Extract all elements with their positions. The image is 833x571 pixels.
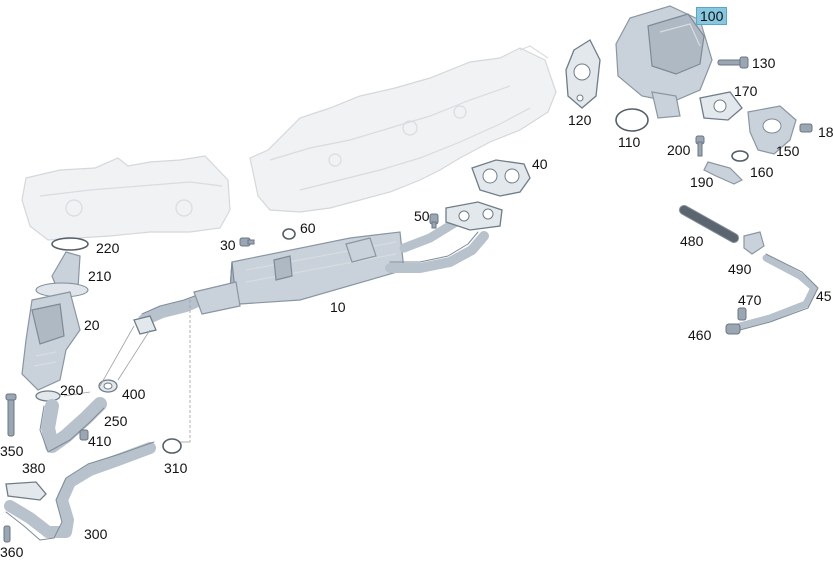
label-350: 350 [0,443,24,459]
pipe-250 [39,397,107,453]
label-60: 60 [300,220,316,236]
label-130: 130 [752,55,776,71]
gasket-170 [699,91,743,121]
label-120: 120 [568,112,592,128]
bolt-18 [799,123,813,133]
o-ring-110 [615,108,649,132]
egr-valve-20 [21,291,81,391]
gasket-40 [471,159,531,197]
o-ring-160 [731,150,749,162]
pipe-300 [4,441,156,541]
label-220: 220 [96,240,120,256]
bracket-210 [35,251,89,298]
gasket-400 [98,379,118,393]
o-ring-310 [162,438,182,454]
label-20: 20 [84,317,100,333]
egr-cooler-10 [133,201,503,335]
intake-manifold-right [249,45,557,213]
label-410: 410 [88,433,112,449]
fitting-460 [725,323,741,335]
label-210: 210 [88,268,112,284]
bolt-130 [717,56,749,69]
label-260: 260 [60,382,84,398]
label-18: 18 [818,124,833,140]
leader-lines [63,300,191,443]
label-160: 160 [750,164,774,180]
bolt-200 [695,135,705,157]
hose-480 [679,205,739,243]
label-200: 200 [667,142,691,158]
label-110: 110 [618,134,641,150]
egr-valve-100 [615,5,713,119]
label-45: 45 [816,288,832,304]
bolt-470 [737,307,747,321]
label-170: 170 [734,83,758,99]
gasket-260 [35,390,61,402]
label-490: 490 [728,261,752,277]
label-400: 400 [122,386,146,402]
gasket-380 [5,481,47,501]
clamp-190 [703,161,744,185]
label-360: 360 [0,544,24,560]
bolt-350 [5,393,17,437]
bracket-490 [743,231,765,255]
label-380: 380 [22,460,46,476]
flange-150 [747,105,797,155]
gasket-120 [565,39,601,109]
label-300: 300 [84,526,108,542]
label-10: 10 [330,299,346,315]
intake-manifold-left [21,155,231,241]
label-190: 190 [690,174,714,190]
label-50: 50 [414,208,430,224]
label-460: 460 [688,327,712,343]
label-40: 40 [532,156,548,172]
bolt-360 [3,525,11,543]
label-250: 250 [104,413,128,429]
label-100: 100 [696,7,728,25]
label-310: 310 [164,460,188,476]
label-150: 150 [776,143,800,159]
bolt-410 [79,429,89,441]
o-ring-60 [282,228,296,240]
pipe-45 [736,253,819,331]
label-470: 470 [738,292,762,308]
bolt-50 [429,213,439,229]
label-480: 480 [680,233,704,249]
label-30: 30 [220,237,236,253]
gasket-220 [51,237,89,251]
bolt-30 [239,237,255,247]
